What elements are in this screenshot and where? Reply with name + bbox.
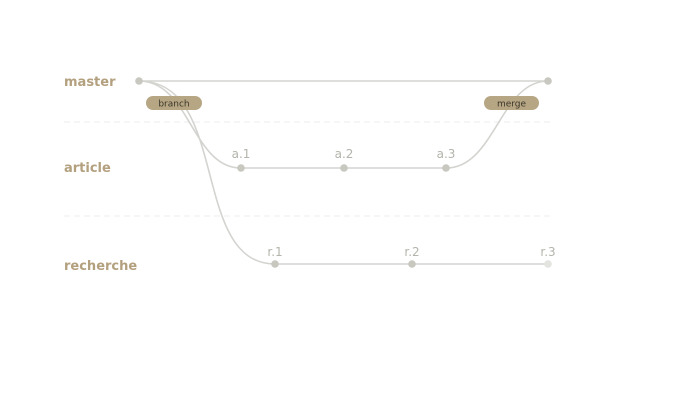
merge-tag-text: merge bbox=[497, 100, 527, 110]
branch-label-recherche: recherche bbox=[64, 259, 137, 274]
commit-label-r1: r.1 bbox=[267, 245, 282, 259]
commit-a3[interactable] bbox=[442, 164, 450, 172]
edge-article-to-master bbox=[445, 80, 549, 169]
branch-label-master: master bbox=[64, 75, 116, 90]
commit-r3[interactable] bbox=[544, 260, 552, 268]
commit-label-a3: a.3 bbox=[437, 147, 456, 161]
commit-label-a1: a.1 bbox=[232, 147, 251, 161]
commit-a2[interactable] bbox=[340, 164, 348, 172]
commit-label-r2: r.2 bbox=[404, 245, 419, 259]
branch-tag[interactable]: branch bbox=[146, 96, 202, 110]
merge-tag[interactable]: merge bbox=[484, 96, 539, 110]
commit-master-merge[interactable] bbox=[544, 77, 552, 85]
commit-r2[interactable] bbox=[408, 260, 416, 268]
branch-tag-background bbox=[146, 96, 202, 110]
merge-tag-background bbox=[484, 96, 539, 110]
edge-master-to-article bbox=[138, 80, 242, 169]
commit-master-start[interactable] bbox=[135, 77, 143, 85]
commit-r1[interactable] bbox=[271, 260, 279, 268]
branch-label-article: article bbox=[64, 161, 111, 176]
commit-label-a2: a.2 bbox=[335, 147, 354, 161]
commit-a1[interactable] bbox=[237, 164, 245, 172]
branch-tag-text: branch bbox=[158, 100, 189, 110]
edge-master-to-recherche bbox=[138, 80, 276, 265]
commit-label-r3: r.3 bbox=[540, 245, 555, 259]
